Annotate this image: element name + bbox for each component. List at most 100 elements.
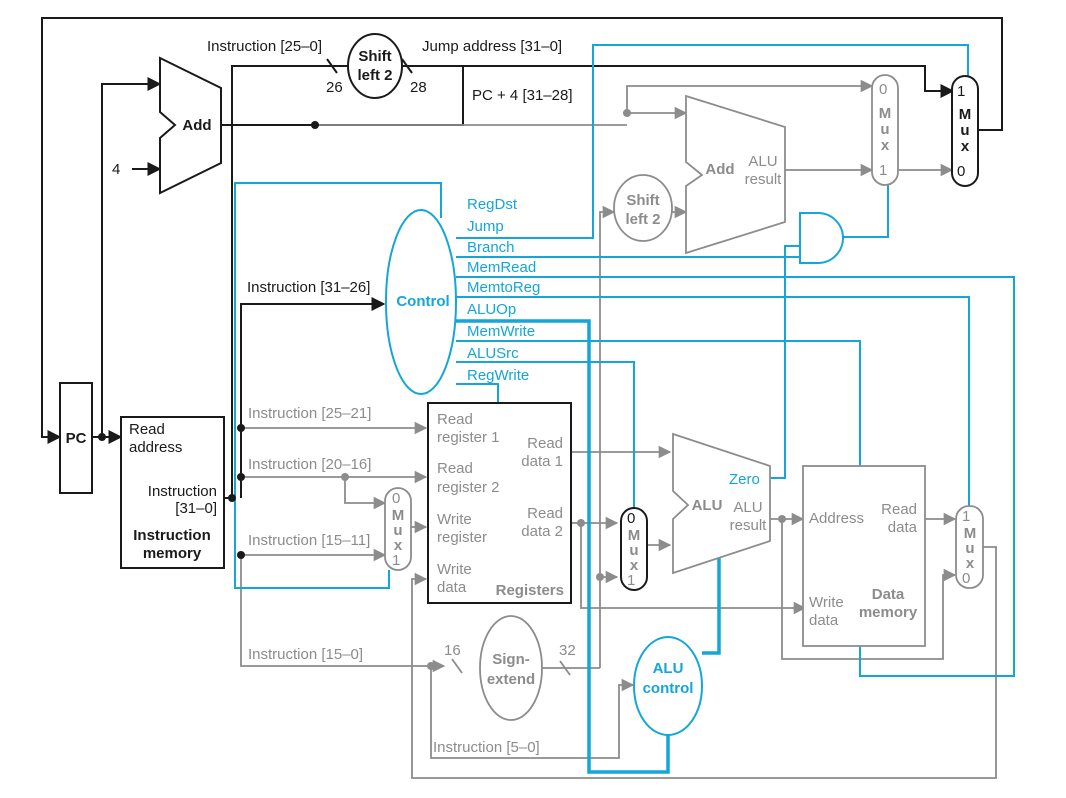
diagram-label: 0 <box>627 510 635 527</box>
diagram-label: register <box>437 529 487 546</box>
diagram-label: Read <box>527 505 563 522</box>
branch-mux: 0 M u x 1 <box>871 74 899 186</box>
diagram-label: Instruction [20–16] <box>248 456 371 473</box>
gray-wires <box>240 79 997 779</box>
diagram-label: Read <box>437 411 473 428</box>
diagram-label: memory <box>859 604 918 621</box>
diagram-label: Data <box>872 586 905 603</box>
diagram-label: data <box>888 519 918 536</box>
jump-address-label: Jump address [31–0] <box>422 38 562 55</box>
regdst-mux: 0 M u x 1 <box>384 487 412 571</box>
alusrc-mux: 0 M u x 1 <box>620 507 648 591</box>
diagram-label: Write <box>437 561 472 578</box>
diagram-label: u <box>629 542 638 559</box>
diagram-label: Registers <box>496 582 564 599</box>
diagram-label: 0 <box>879 81 887 98</box>
diagram-label: u <box>965 540 974 557</box>
diagram-label: control <box>643 680 694 697</box>
diagram-label: Read <box>437 460 473 477</box>
zero-flag-label: Zero <box>729 471 760 488</box>
diagram-label: Read <box>129 421 165 438</box>
diagram-label: 32 <box>559 642 576 659</box>
diagram-label: Address <box>809 510 864 527</box>
constant-four: 4 <box>112 161 120 178</box>
diagram-label: u <box>960 122 969 139</box>
diagram-label: x <box>961 138 970 155</box>
diagram-label: 0 <box>962 570 970 587</box>
pc-label: PC <box>66 430 87 447</box>
diagram-label: memory <box>143 545 202 562</box>
junction-dots <box>98 109 786 670</box>
diagram-label: Jump <box>467 218 504 235</box>
diagram-label: left 2 <box>357 67 392 84</box>
diagram-label: MemWrite <box>467 323 535 340</box>
diagram-label: Branch <box>467 239 515 256</box>
branch-adder: Add ALU result <box>685 94 786 255</box>
diagram-label: ALU <box>692 497 723 514</box>
diagram-label: x <box>630 557 639 574</box>
diagram-label: Instruction [25–21] <box>248 405 371 422</box>
diagram-label: u <box>393 522 402 539</box>
data-memory: Address Read data Write data Data memory <box>802 465 926 647</box>
instruction-memory: Read address Instruction [31–0] Instruct… <box>120 416 225 569</box>
pc-adder-label: Add <box>182 117 211 134</box>
diagram-label: MemtoReg <box>467 279 540 296</box>
instr-25-0-label: Instruction [25–0] <box>207 38 322 55</box>
diagram-label: Write <box>809 594 844 611</box>
diagram-label: Instruction [5–0] <box>433 739 540 756</box>
diagram-label: Instruction [15–11] <box>248 532 370 549</box>
diagram-label: RegDst <box>467 196 518 213</box>
diagram-label: data <box>809 612 839 629</box>
diagram-label: register 2 <box>437 479 500 496</box>
jump-shift-left-2: Shift left 2 <box>347 33 403 99</box>
diagram-label: ALU <box>653 660 684 677</box>
diagram-label: result <box>745 171 783 188</box>
diagram-label: extend <box>487 671 535 688</box>
diagram-label: MemRead <box>467 259 536 276</box>
diagram-label: Instruction [15–0] <box>248 646 363 663</box>
control-signal-labels: RegDst Jump Branch MemRead MemtoReg ALUO… <box>467 196 540 384</box>
diagram-label: Sign- <box>492 651 530 668</box>
diagram-label: u <box>880 121 889 138</box>
register-file: Read register 1 Read register 2 Write re… <box>427 402 572 604</box>
diagram-label: M <box>959 106 972 123</box>
diagram-label: 1 <box>879 162 887 179</box>
diagram-label: Add <box>705 161 734 178</box>
pc-register: PC <box>59 382 93 494</box>
jump-mux: 1 M u x 0 <box>951 75 979 187</box>
diagram-label: Instruction <box>133 527 211 544</box>
diagram-label: x <box>394 537 403 554</box>
diagram-label: M <box>879 105 892 122</box>
diagram-label: RegWrite <box>467 367 529 384</box>
diagram-label: ALU <box>733 499 762 516</box>
pc4-label: PC + 4 [31–28] <box>472 87 573 104</box>
diagram-label: Write <box>437 511 472 528</box>
diagram-label: address <box>129 439 182 456</box>
diagram-label: 1 <box>392 552 400 569</box>
diagram-label: 0 <box>392 490 400 507</box>
diagram-label: result <box>730 517 768 534</box>
diagram-label: 26 <box>326 79 343 96</box>
diagram-label: 1 <box>962 508 970 525</box>
bus-width-ticks <box>326 58 571 676</box>
diagram-label: x <box>966 555 975 572</box>
diagram-label: data 2 <box>521 523 563 540</box>
diagram-label: Read <box>527 435 563 452</box>
diagram-label: data 1 <box>521 453 563 470</box>
diagram-label: 16 <box>444 642 461 659</box>
diagram-label: Shift <box>626 192 659 209</box>
diagram-label: x <box>881 137 890 154</box>
instr-31-26-label: Instruction [31–26] <box>247 279 370 296</box>
diagram-label: ALUSrc <box>467 345 519 362</box>
diagram-label: Read <box>881 501 917 518</box>
diagram-label: data <box>437 579 467 596</box>
branch-and-gate <box>799 212 844 264</box>
branch-shift-left-2: Shift left 2 <box>613 174 673 242</box>
diagram-label: M <box>628 527 641 544</box>
diagram-label: Instruction <box>148 483 217 500</box>
diagram-label: Control <box>396 293 449 310</box>
alu: ALU Zero ALU result <box>672 432 771 575</box>
diagram-label: 1 <box>627 572 635 589</box>
diagram-label: M <box>964 525 977 542</box>
